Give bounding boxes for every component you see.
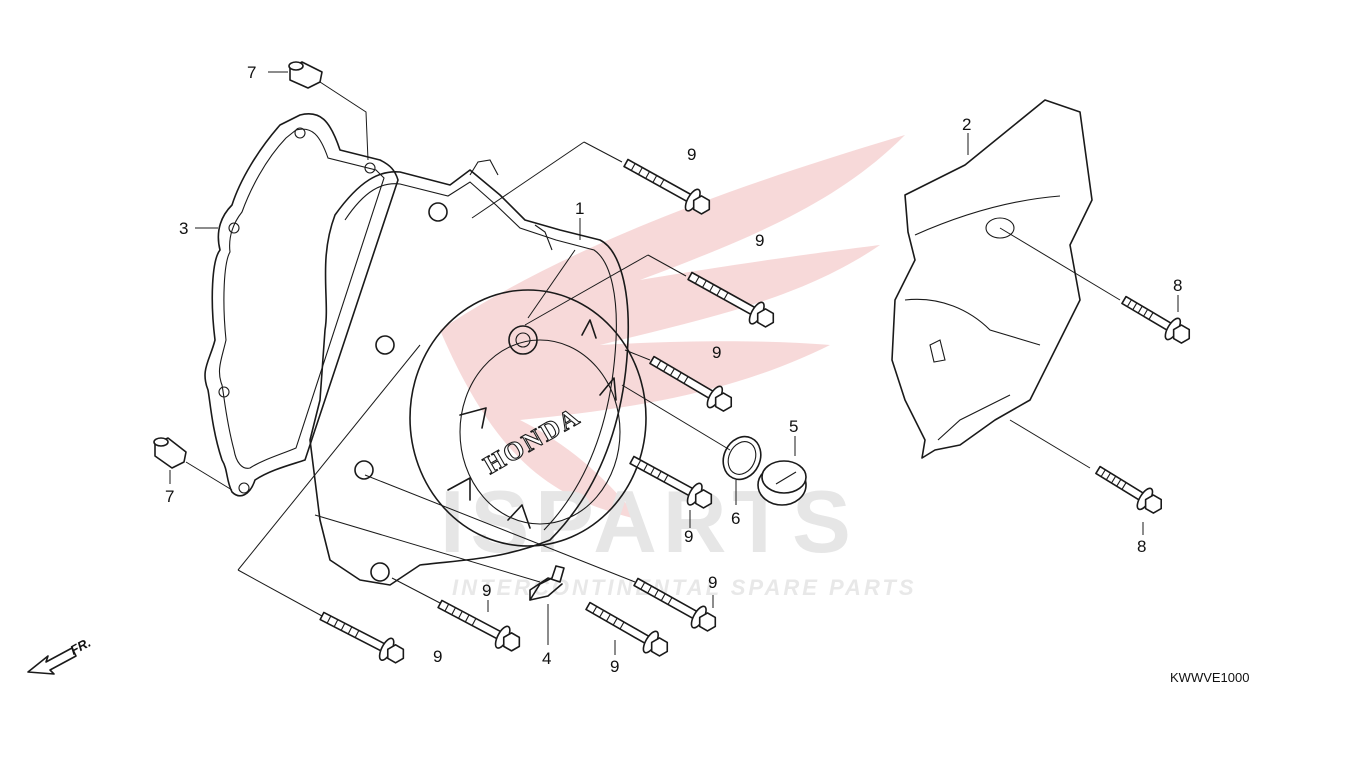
bolt-9-sixth: [585, 601, 669, 657]
dowel-pin-upper: [288, 61, 323, 89]
callout-9-second: 9: [755, 231, 764, 250]
callout-1: 1: [575, 199, 584, 218]
watermark-wing-logo: [440, 135, 905, 520]
leader-lines: [169, 71, 1179, 655]
bolt-8-upper: [1121, 295, 1191, 344]
callout-3: 3: [179, 219, 188, 238]
gasket-part-3: [204, 113, 399, 497]
diagram-code: KWWVE1000: [1170, 670, 1249, 685]
front-arrow-icon: [27, 647, 77, 675]
callouts: 7 7 3 1 2 5 6 4 8 8 9 9 9 9 9 9 9 9: [165, 63, 1182, 676]
callout-8-upper: 8: [1173, 276, 1182, 295]
bolts: [319, 158, 1191, 664]
callout-9-eighth: 9: [433, 647, 442, 666]
o-ring-part-6: [722, 435, 762, 481]
callout-7-lower: 7: [165, 487, 174, 506]
bolt-8-lower: [1095, 465, 1163, 514]
callout-7-upper: 7: [247, 63, 256, 82]
plug-cap-part-5: [757, 460, 807, 506]
callout-9-third: 9: [712, 343, 721, 362]
callout-9-top: 9: [687, 145, 696, 164]
bolt-9-eighth: [319, 611, 405, 664]
bolt-9-second: [687, 271, 775, 328]
callout-6: 6: [731, 509, 740, 528]
callout-9-sixth: 9: [610, 657, 619, 676]
bolt-9-top: [623, 158, 711, 215]
watermark-tagline: INTERCONTINENTAL SPARE PARTS: [452, 575, 917, 600]
bolt-9-seventh: [437, 599, 521, 652]
callout-9-seventh: 9: [482, 581, 491, 600]
bolt-9-fourth: [629, 455, 713, 509]
callout-5: 5: [789, 417, 798, 436]
sprocket-cover-part-2: [891, 99, 1093, 459]
front-direction-indicator: FR.: [27, 635, 93, 675]
dowel-pin-lower: [153, 437, 187, 469]
callout-2: 2: [962, 115, 971, 134]
callout-9-fourth: 9: [684, 527, 693, 546]
watermark: ISPARTS INTERCONTINENTAL SPARE PARTS: [440, 135, 917, 600]
bolt-9-third: [649, 355, 733, 412]
callout-9-fifth: 9: [708, 573, 717, 592]
callout-4: 4: [542, 649, 551, 668]
bolt-9-fifth: [633, 577, 717, 632]
clamp-part-4: [529, 565, 565, 601]
callout-8-lower: 8: [1137, 537, 1146, 556]
